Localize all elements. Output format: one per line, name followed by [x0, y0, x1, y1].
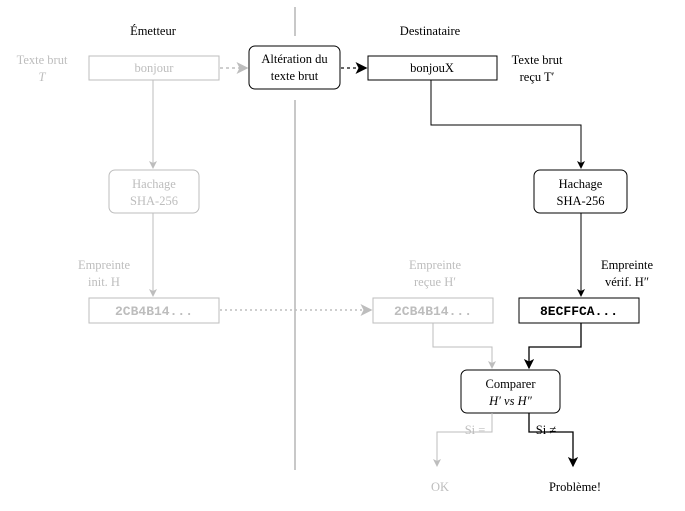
verif-hash-box [518, 297, 640, 324]
sender-hash-symbol: init. H [88, 275, 120, 289]
receiver-hash-step-line1: Hachage [559, 177, 603, 191]
compare-box [460, 369, 561, 414]
receiver-plaintext-symbol: reçu T′ [520, 70, 555, 84]
compare-line1: Comparer [486, 377, 537, 391]
sender-plaintext-box [88, 55, 220, 81]
sender-heading: Émetteur [130, 24, 177, 38]
verif-hash-symbol: vérif. H″ [605, 275, 649, 289]
verif-hash-value: 8ECFFCA... [540, 304, 618, 319]
receiver-plaintext-box [367, 55, 498, 81]
tamper-line1: Altération du [261, 52, 328, 66]
arrow-to-ok [433, 413, 493, 467]
verif-hash-label: Empreinte [601, 258, 654, 272]
sender-hash-step-line1: Hachage [132, 177, 176, 191]
tamper-box [248, 45, 341, 90]
branch-equal-label: Si = [465, 423, 486, 437]
sender-plaintext-symbol: T [39, 70, 47, 84]
receiver-heading: Destinataire [400, 24, 461, 38]
sender-hash-step-box [108, 169, 200, 214]
sender-hash-value: 2CB4B14... [115, 304, 193, 319]
received-hash-label: Empreinte [409, 258, 462, 272]
sender-hash-label: Empreinte [78, 258, 131, 272]
arrow-received-to-compare [432, 323, 496, 369]
result-ok: OK [431, 480, 449, 494]
sender-hash-step-line2: SHA-256 [130, 194, 178, 208]
sender-hash-box [88, 297, 220, 324]
receiver-plaintext-value: bonjouX [410, 61, 454, 75]
received-hash-box [372, 297, 494, 324]
sender-plaintext-label: Texte brut [17, 53, 68, 67]
received-hash-value: 2CB4B14... [394, 304, 472, 319]
arrow-verif-to-compare [523, 323, 582, 370]
sender-plaintext-value: bonjour [135, 61, 175, 75]
tamper-line2: texte brut [271, 69, 319, 83]
receiver-plaintext-label: Texte brut [512, 53, 563, 67]
receiver-hash-step-line2: SHA-256 [557, 194, 605, 208]
arrow-receiver-to-hash [430, 80, 585, 169]
received-hash-symbol: reçue H′ [414, 275, 456, 289]
result-problem: Problème! [549, 480, 601, 494]
branch-not-equal-label: Si ≠ [536, 423, 557, 437]
compare-line2: H′ vs H″ [488, 394, 532, 408]
arrow-to-problem [528, 413, 579, 468]
